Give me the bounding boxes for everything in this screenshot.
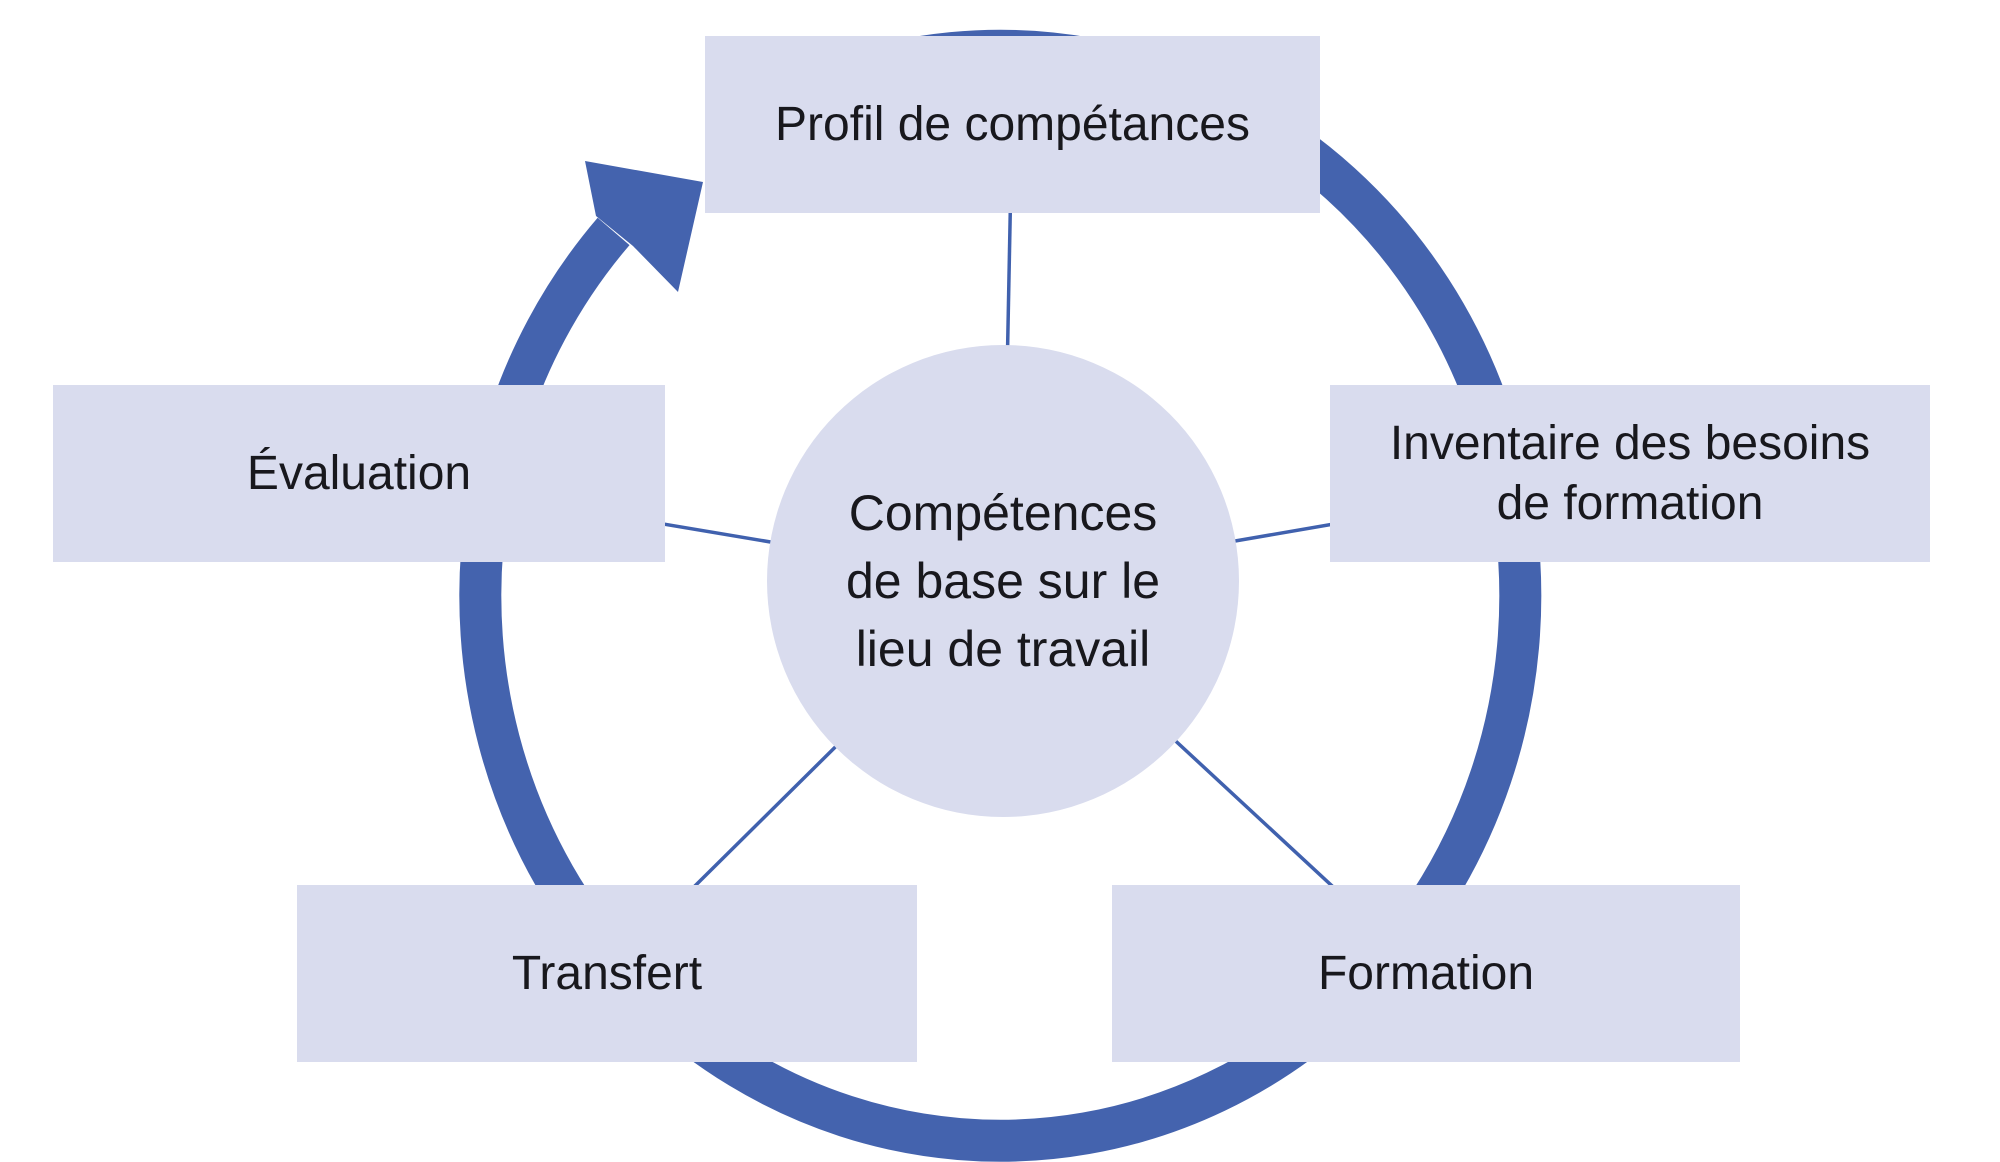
node-evaluation[interactable]: Évaluation <box>53 385 665 562</box>
hub-label-line1: Compétences <box>848 485 1158 541</box>
node-label-line1: Inventaire des besoins <box>1389 416 1871 470</box>
node-inventaire-des-besoins[interactable]: Inventaire des besoins de formation <box>1330 385 1930 562</box>
hub-competences-de-base[interactable]: Compétences de base sur le lieu de trava… <box>767 345 1239 817</box>
cycle-arrowhead-icon <box>585 161 703 292</box>
node-label: Évaluation <box>246 446 472 500</box>
node-label: Transfert <box>511 946 703 1000</box>
node-transfert[interactable]: Transfert <box>297 885 917 1062</box>
node-label-line2: de formation <box>1496 476 1764 530</box>
hub-label-line2: de base sur le <box>845 553 1161 609</box>
hub-label-line3: lieu de travail <box>855 621 1151 677</box>
node-label: Profil de compétances <box>775 97 1250 151</box>
node-label: Formation <box>1317 946 1535 1000</box>
node-profil-de-competances[interactable]: Profil de compétances <box>705 36 1320 213</box>
node-formation[interactable]: Formation <box>1112 885 1740 1062</box>
